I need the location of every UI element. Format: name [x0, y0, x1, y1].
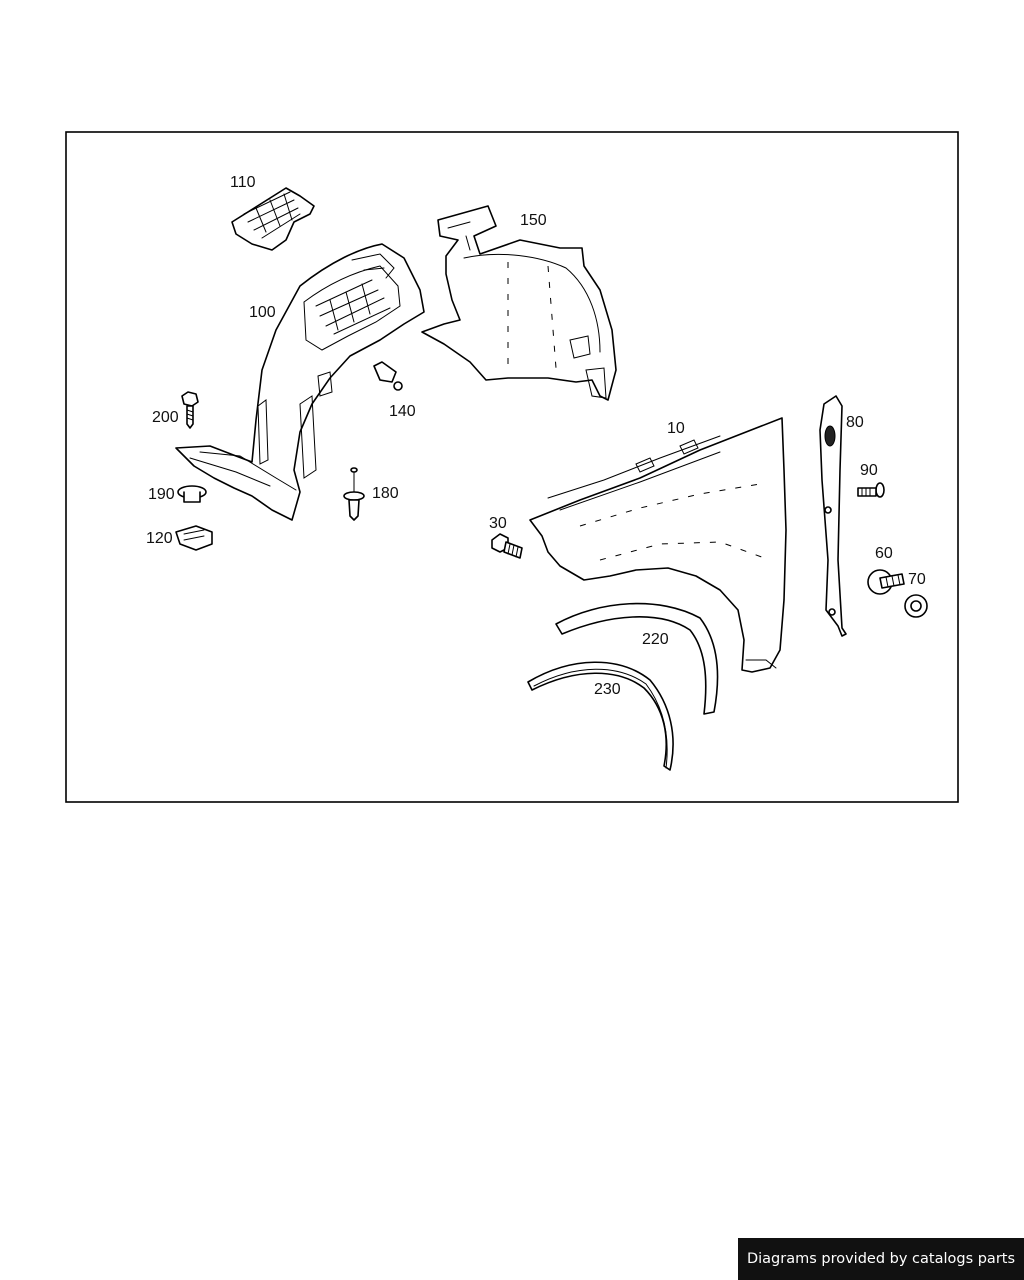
- callout-230[interactable]: 230: [594, 681, 621, 698]
- callout-80[interactable]: 80: [846, 414, 864, 431]
- part-220-trim[interactable]: [555, 602, 719, 715]
- part-230-molding[interactable]: [527, 661, 674, 771]
- part-80-strip[interactable]: [819, 395, 847, 637]
- callout-30[interactable]: 30: [489, 515, 507, 532]
- part-100-wheel-liner[interactable]: [175, 243, 425, 521]
- callout-180[interactable]: 180: [372, 485, 399, 502]
- callout-10[interactable]: 10: [667, 420, 685, 437]
- callout-200[interactable]: 200: [152, 409, 179, 426]
- part-110-bracket[interactable]: [231, 187, 315, 251]
- callout-220[interactable]: 220: [642, 631, 669, 648]
- footer-banner: Diagrams provided by catalogs parts: [738, 1238, 1024, 1280]
- part-120-clip-nut[interactable]: [175, 525, 213, 551]
- callout-110[interactable]: 110: [230, 174, 256, 191]
- part-10-fender[interactable]: [529, 417, 787, 673]
- part-180-push-pin[interactable]: [343, 467, 365, 521]
- callout-140[interactable]: 140: [389, 403, 416, 420]
- part-190-nut[interactable]: [177, 485, 207, 503]
- footer-text: Diagrams provided by catalogs parts: [746, 1251, 1016, 1267]
- part-70-nut[interactable]: [904, 594, 928, 618]
- callout-100[interactable]: 100: [249, 304, 276, 321]
- part-90-bolt[interactable]: [857, 482, 885, 498]
- part-150-wheel-liner[interactable]: [421, 205, 617, 401]
- callout-120[interactable]: 120: [146, 530, 173, 547]
- callout-190[interactable]: 190: [148, 486, 175, 503]
- part-200-bolt[interactable]: [181, 391, 199, 429]
- part-60-bolt[interactable]: [867, 569, 905, 595]
- callout-150[interactable]: 150: [520, 212, 547, 229]
- part-140-clip[interactable]: [373, 361, 403, 391]
- callout-60[interactable]: 60: [875, 545, 893, 562]
- callout-90[interactable]: 90: [860, 462, 878, 479]
- callout-70[interactable]: 70: [908, 571, 926, 588]
- part-30-bolt[interactable]: [491, 533, 523, 559]
